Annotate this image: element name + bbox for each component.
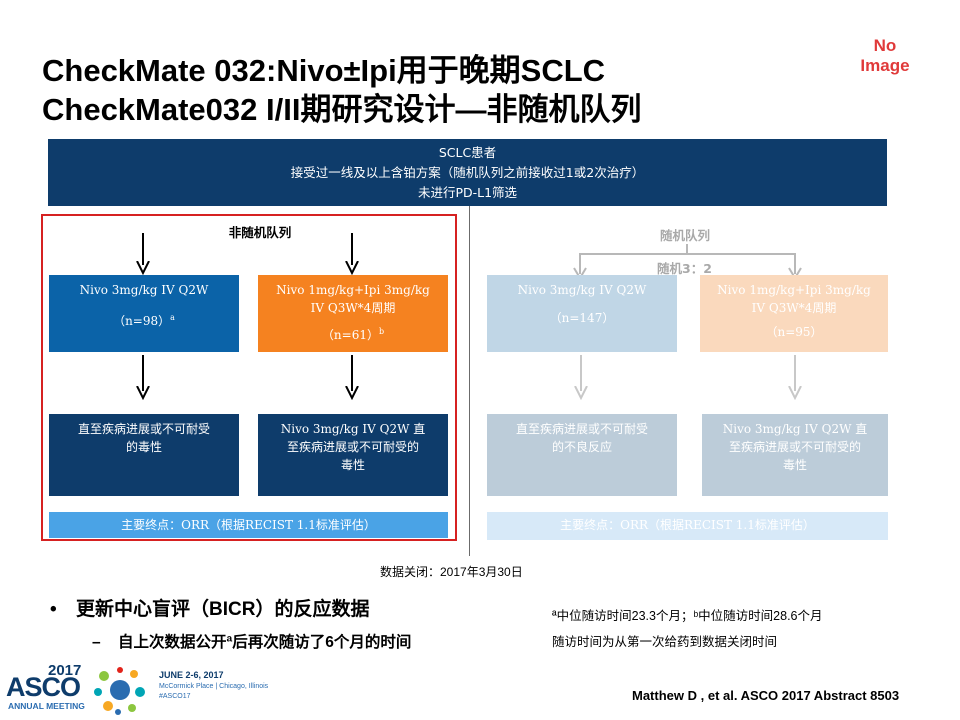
data-lock-date: 数据关闭：2017年3月30日 [380,565,523,579]
bullet-text: 更新中心盲评（BICR）的反应数据 [76,599,370,620]
asco-hashtag: #ASCO17 [159,693,191,700]
patient-population-box: SCLC患者 接受过一线及以上含铂方案（随机队列之前接收过1或2次治疗） 未进行… [48,139,887,206]
box-line: Nivo 3mg/kg IV Q2W [517,283,647,297]
box-line: Nivo 3mg/kg IV Q2W 直 [722,422,868,436]
random-nivo-maintenance-box: Nivo 3mg/kg IV Q2W 直 至疾病进展或不可耐受的 毒性 [702,414,888,496]
box-line: Nivo 1mg/kg+Ipi 3mg/kg [717,283,871,297]
footnote-line1: ª中位随访时间23.3个月；ᵇ中位随访时间28.6个月 [552,609,823,623]
asco-dates: JUNE 2-6, 2017 [159,670,224,680]
sub-bullet-dash: – [92,634,101,651]
box-line: 直至疾病进展或不可耐受 [77,422,210,436]
asco-year: 2017 [48,662,82,679]
box-line: 毒性 [782,458,807,472]
primary-endpoint-random: 主要终点：ORR（根据RECIST 1.1标准评估） [487,512,888,540]
sub-bullet-text: 自上次数据公开ª后再次随访了6个月的时间 [118,634,412,651]
nivo-maintenance-box: Nivo 3mg/kg IV Q2W 直 至疾病进展或不可耐受的 毒性 [258,414,448,496]
until-progression-box: 直至疾病进展或不可耐受 的毒性 [49,414,239,496]
cohort-divider [469,206,470,556]
sample-size-text: （n=95） [765,325,823,339]
random-cohort-label: 随机队列 [659,228,710,243]
asco-logo: 2017 ASCO ANNUAL MEETING JUNE 2-6, 2017 … [4,662,304,718]
sub-bullet-followup: –自上次数据公开ª后再次随访了6个月的时间 [92,630,411,652]
random-nivo-ipi-combo-box: Nivo 1mg/kg+Ipi 3mg/kg IV Q3W*4周期 （n=95） [700,275,888,352]
slide-title-line1: CheckMate 032:Nivo±Ipi用于晚期SCLC [42,53,606,88]
no-image-placeholder: No Image [845,36,925,76]
footnote-line2: 随访时间为从第一次给药到数据关闭时间 [552,635,778,649]
footnote-marker: a [170,313,175,322]
sample-size: （n=61）b [264,323,442,344]
footnote-marker: b [378,327,385,336]
sample-size-text: （n=147） [549,311,615,325]
nivo-ipi-combo-box: Nivo 1mg/kg+Ipi 3mg/kg IV Q3W*4周期 （n=61）… [258,275,448,352]
random-until-progression-box: 直至疾病进展或不可耐受 的不良反应 [487,414,677,496]
bullet-dot: • [50,599,57,620]
asco-place: McCormick Place | Chicago, Illinois [159,683,269,690]
patient-line2: 接受过一线及以上含铂方案（随机队列之前接收过1或2次治疗） [290,164,645,180]
box-line: IV Q3W*4周期 [310,301,396,315]
box-line: 至疾病进展或不可耐受的 [728,440,861,454]
no-image-line1: No [873,36,897,55]
nivo-monotherapy-box: Nivo 3mg/kg IV Q2W （n=98）a [49,275,239,352]
patient-line1: SCLC患者 [438,144,497,160]
box-line: Nivo 3mg/kg IV Q2W 直 [280,422,426,436]
asco-meeting: ANNUAL MEETING [8,701,85,711]
asco-name: ASCO [6,672,81,702]
primary-endpoint-nonrandom: 主要终点：ORR（根据RECIST 1.1标准评估） [49,512,448,538]
box-line: Nivo 3mg/kg IV Q2W [79,283,209,297]
box-line: 至疾病进展或不可耐受的 [286,440,419,454]
box-line: 直至疾病进展或不可耐受 [515,422,648,436]
box-line: 的不良反应 [551,440,612,454]
no-image-line2: Image [860,56,910,75]
box-line: 的毒性 [125,440,162,454]
random-nivo-monotherapy-box: Nivo 3mg/kg IV Q2W （n=147） [487,275,677,352]
sample-size-text: （n=98） [113,314,171,328]
asco-emblem-icon [94,667,145,715]
sample-size: （n=98）a [55,309,233,330]
box-line: 毒性 [340,458,365,472]
slide-title-line2: CheckMate032 I/II期研究设计—非随机队列 [42,92,642,127]
bullet-bicr: • 更新中心盲评（BICR）的反应数据 [50,594,369,621]
nonrandom-highlight-frame [41,214,457,541]
citation: Matthew D , et al. ASCO 2017 Abstract 85… [632,688,900,703]
sample-size-text: （n=61） [321,328,379,342]
box-line: Nivo 1mg/kg+Ipi 3mg/kg [276,283,430,297]
patient-line3: 未进行PD-L1筛选 [417,184,518,200]
box-line: IV Q3W*4周期 [751,301,837,315]
nonrandom-cohort-label: 非随机队列 [228,225,292,240]
randomization-ratio: 随机3：2 [655,258,714,277]
